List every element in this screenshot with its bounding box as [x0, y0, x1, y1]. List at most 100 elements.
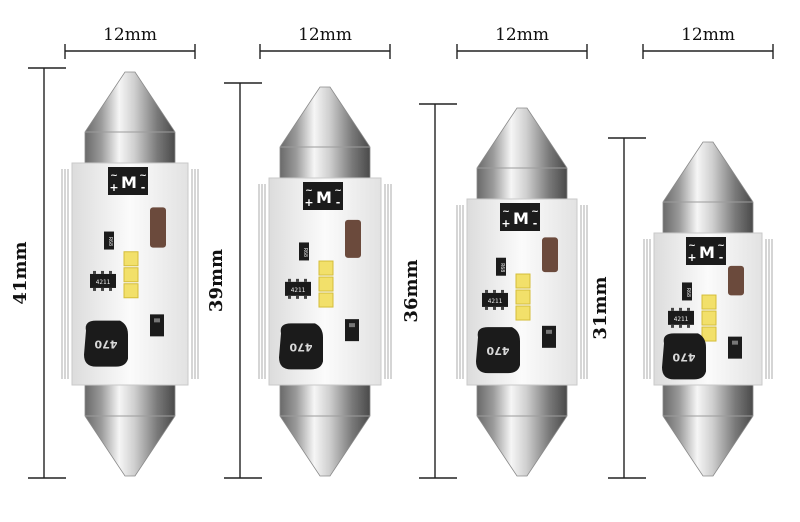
chip-minus: - [141, 181, 146, 194]
chip-plus: + [304, 196, 313, 209]
chip-minus: - [719, 251, 724, 264]
bottom-metal-cap [476, 380, 568, 477]
driver-ic-label: 4211 [488, 298, 503, 305]
ic-pin [493, 289, 496, 293]
ic-pin [304, 278, 307, 282]
top-metal-cap [84, 71, 176, 168]
driver-ic-label: 4211 [674, 316, 689, 323]
diode-band [349, 323, 355, 328]
ic-pin [501, 306, 504, 310]
bridge-chip [686, 237, 726, 265]
resistor-label: R68 [107, 237, 113, 246]
top-metal-cap [279, 86, 371, 183]
ic-pin [101, 287, 104, 291]
diode-band [154, 318, 160, 323]
driver-ic [482, 292, 508, 307]
bottom-metal-cap [662, 380, 754, 477]
resistor-label: R68 [302, 248, 308, 257]
inductor [476, 327, 520, 374]
width-label: 12mm [298, 25, 352, 45]
inductor [279, 323, 323, 370]
ic-pin [501, 289, 504, 293]
chip-tilde-right: ~ [139, 171, 147, 181]
bottom-metal-cap [84, 380, 176, 477]
chip-label: M [513, 209, 529, 228]
ic-pin [671, 324, 674, 328]
capacitor [150, 207, 166, 248]
led-chip [318, 292, 334, 308]
bottom-metal-cap [279, 380, 371, 477]
ic-pin [288, 295, 291, 299]
ic-pin [93, 270, 96, 274]
capacitor [345, 219, 361, 258]
led-chip [123, 267, 139, 283]
ic-pin [109, 270, 112, 274]
capacitor [542, 237, 558, 273]
chip-plus: + [687, 251, 696, 264]
resistor [682, 282, 692, 301]
ic-pin [493, 306, 496, 310]
led-chip [701, 310, 717, 326]
led-chip [123, 283, 139, 299]
inductor-label: 470 [672, 350, 695, 363]
top-metal-cap [662, 141, 754, 238]
led-chip [318, 260, 334, 276]
driver-ic [90, 273, 116, 288]
led-chip [123, 251, 139, 267]
diode [542, 325, 556, 348]
ic-pin [687, 307, 690, 311]
ic-pin [296, 278, 299, 282]
resistor-label: R68 [499, 263, 505, 272]
width-label: 12mm [495, 25, 549, 45]
led-chip [515, 305, 531, 321]
led-chip [515, 273, 531, 289]
chip-minus: - [533, 217, 538, 230]
chip-plus: + [501, 217, 510, 230]
ic-pin [296, 295, 299, 299]
led-chip [318, 276, 334, 292]
length-label: 36mm [401, 259, 422, 322]
led-chip [701, 326, 717, 342]
chip-minus: - [336, 196, 341, 209]
width-label: 12mm [103, 25, 157, 45]
chip-label: M [699, 243, 715, 262]
led-chip [701, 294, 717, 310]
ic-pin [485, 289, 488, 293]
bridge-chip [303, 182, 343, 210]
chip-label: M [316, 188, 332, 207]
chip-tilde-right: ~ [531, 207, 539, 217]
inductor [662, 333, 706, 380]
diode [728, 336, 742, 359]
resistor [104, 231, 114, 250]
inductor-label: 470 [486, 344, 509, 357]
inductor-label: 470 [94, 338, 117, 351]
driver-ic-label: 4211 [291, 287, 306, 294]
chip-tilde-top: ~ [502, 207, 510, 217]
resistor [299, 242, 309, 261]
chip-tilde-top: ~ [305, 186, 313, 196]
ic-pin [679, 324, 682, 328]
width-label: 12mm [681, 25, 735, 45]
inductor [84, 320, 128, 367]
length-label: 31mm [590, 276, 611, 339]
ic-pin [679, 307, 682, 311]
bridge-chip [500, 203, 540, 231]
ic-pin [93, 287, 96, 291]
ic-pin [304, 295, 307, 299]
diode-band [732, 340, 738, 345]
ic-pin [687, 324, 690, 328]
led-chip [515, 289, 531, 305]
resistor [496, 257, 506, 276]
driver-ic [285, 281, 311, 296]
length-label: 41mm [10, 241, 31, 304]
inductor-label: 470 [289, 340, 312, 353]
ic-pin [101, 270, 104, 274]
chip-label: M [121, 173, 137, 192]
diode [345, 319, 359, 342]
length-label: 39mm [206, 249, 227, 312]
chip-tilde-top: ~ [688, 241, 696, 251]
